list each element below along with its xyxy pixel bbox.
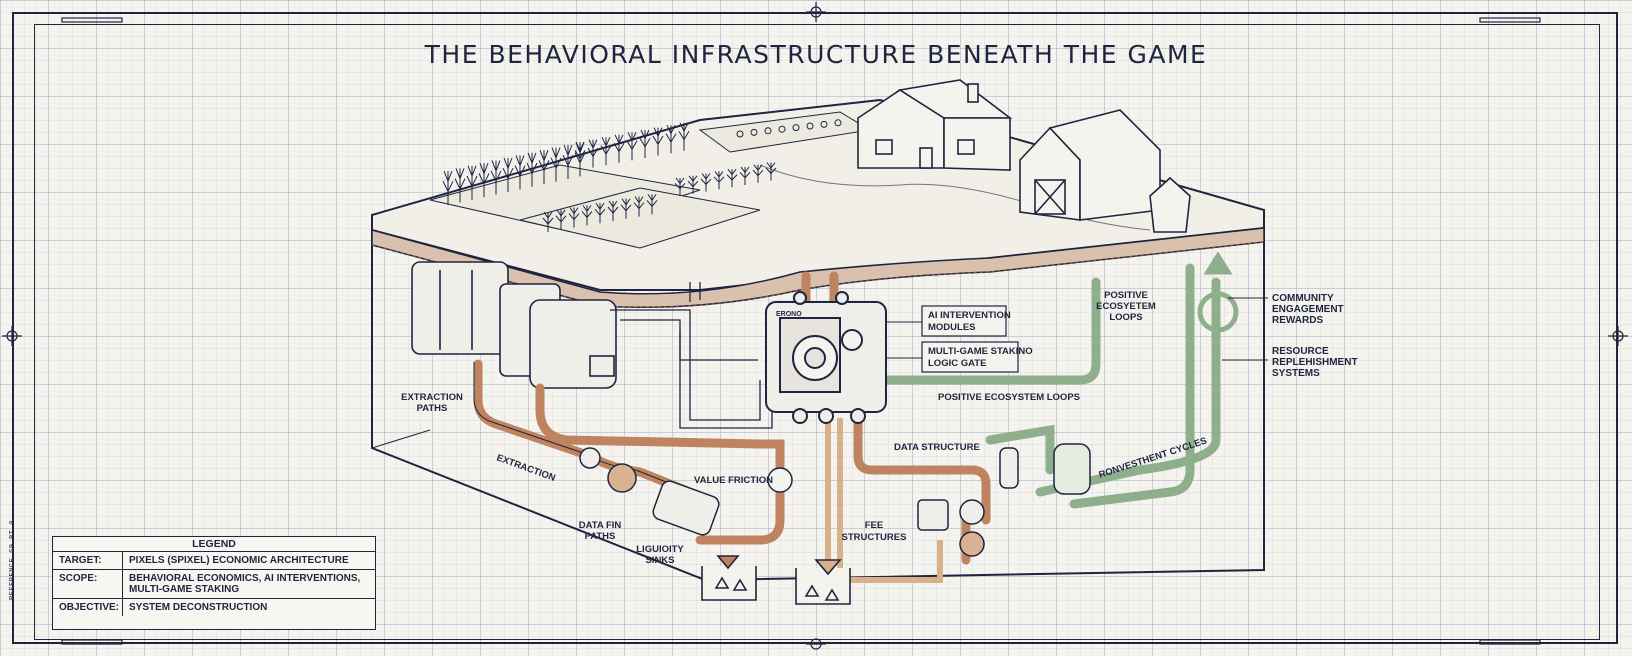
svg-text:FEE: FEE [865,520,883,531]
legend-row-objective: OBJECTIVE: SYSTEM DECONSTRUCTION [53,599,375,616]
side-reference-code: REFERENCE 69 BT 0 [9,520,17,600]
svg-text:POSITIVE ECOSYSTEM LOOPS: POSITIVE ECOSYSTEM LOOPS [938,392,1080,403]
legend-key: SCOPE: [53,570,123,598]
svg-text:EXTRACTION: EXTRACTION [401,392,463,403]
barn-icon [1020,110,1190,232]
legend-key: OBJECTIVE: [53,599,123,616]
legend-key: TARGET: [53,552,123,569]
svg-text:SINKS: SINKS [645,555,674,566]
svg-text:LOGIC GATE: LOGIC GATE [928,358,986,369]
svg-text:COMMUNITY: COMMUNITY [1272,293,1334,304]
svg-text:MODULES: MODULES [928,322,976,333]
svg-text:ENGAGEMENT: ENGAGEMENT [1272,304,1344,315]
legend-value: PIXELS (SPIXEL) ECONOMIC ARCHITECTURE [123,552,375,569]
svg-text:REPLEHISHMENT: REPLEHISHMENT [1272,357,1358,368]
farmhouse-icon [858,80,1010,170]
svg-text:STRUCTURES: STRUCTURES [842,532,907,543]
svg-text:EXTRACTION: EXTRACTION [495,452,557,484]
svg-text:VALUE FRICTION: VALUE FRICTION [694,475,773,486]
svg-text:DATA FIN: DATA FIN [579,520,622,531]
legend-heading: LEGEND [53,537,375,552]
legend-row-target: TARGET: PIXELS (SPIXEL) ECONOMIC ARCHITE… [53,552,375,570]
svg-text:PATHS: PATHS [417,403,448,414]
svg-text:REWARDS: REWARDS [1272,315,1323,326]
legend-value: SYSTEM DECONSTRUCTION [123,599,375,616]
legend-row-scope: SCOPE: BEHAVIORAL ECONOMICS, AI INTERVEN… [53,570,375,599]
ai-intervention-box: AI INTERVENTION MODULES [886,306,1011,336]
legend-value: BEHAVIORAL ECONOMICS, AI INTERVENTIONS, … [123,570,375,598]
svg-text:PATHS: PATHS [585,531,616,542]
svg-text:DATA STRUCTURE: DATA STRUCTURE [894,442,980,453]
svg-text:LIGUIOITY: LIGUIOITY [636,544,684,555]
svg-text:RESOURCE: RESOURCE [1272,346,1329,357]
svg-text:AI INTERVENTION: AI INTERVENTION [928,310,1011,321]
svg-text:ERONO: ERONO [776,311,802,318]
svg-text:SYSTEMS: SYSTEMS [1272,368,1320,379]
legend-box: LEGEND TARGET: PIXELS (SPIXEL) ECONOMIC … [52,536,376,630]
svg-text:LOOPS: LOOPS [1109,312,1142,323]
multi-game-box: MULTI-GAME STAKINO LOGIC GATE [886,342,1033,372]
svg-text:MULTI-GAME STAKINO: MULTI-GAME STAKINO [928,346,1033,357]
liquidity-sinks [702,556,850,604]
svg-text:POSITIVE: POSITIVE [1104,290,1148,301]
svg-text:ECOSYETEM: ECOSYETEM [1096,301,1156,312]
valve-assemblies [580,444,1090,556]
